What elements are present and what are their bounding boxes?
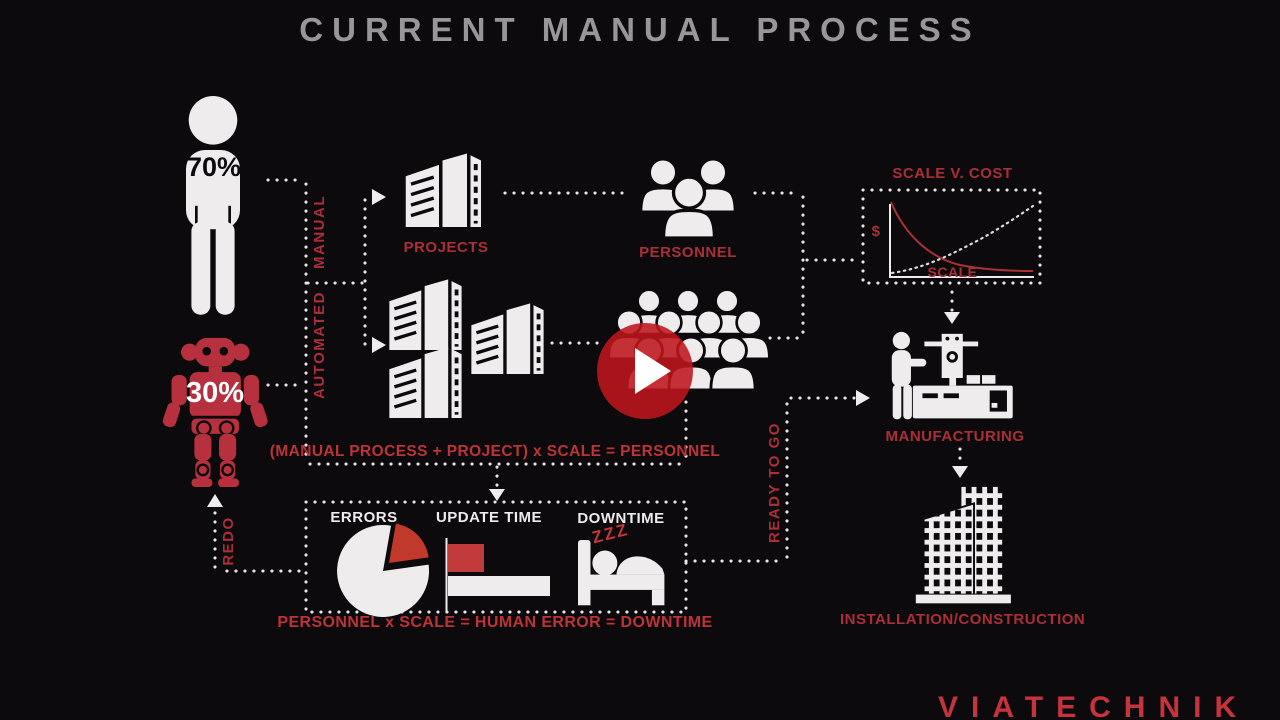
ready-to-go-flow-label: READY TO GO	[766, 422, 783, 543]
downtime-label: DOWNTIME	[577, 510, 665, 527]
play-icon	[635, 348, 671, 394]
personnel-group-icon	[639, 158, 737, 238]
zzz-sleep-icon: ZZZ	[590, 519, 631, 548]
errors-label: ERRORS	[330, 509, 398, 526]
robot-percentage: 30%	[185, 377, 245, 409]
human-percentage: 70%	[186, 152, 242, 182]
chart-y-axis-label: $	[871, 223, 881, 240]
projects-label: PROJECTS	[403, 239, 489, 256]
arrow-to-automated-projects-icon	[372, 337, 386, 353]
redo-flow-label: REDO	[220, 516, 237, 566]
installation-label: INSTALLATION/CONSTRUCTION	[840, 611, 1086, 628]
human-worker-icon	[186, 96, 240, 315]
viatechnik-logo: VIATECHNIK	[938, 691, 1250, 720]
flow-arrows	[207, 189, 968, 507]
installation-building-icon	[915, 484, 1011, 604]
arrow-redo-to-robot-icon	[207, 494, 223, 507]
downtime-formula: PERSONNEL x SCALE = HUMAN ERROR = DOWNTI…	[277, 614, 713, 631]
manual-flow-label: MANUAL	[311, 195, 328, 269]
scale-curve	[890, 204, 1035, 275]
metrics-panel-border	[304, 500, 688, 614]
arrow-to-manufacturing-icon	[856, 390, 870, 406]
arrow-to-metrics-panel-icon	[489, 489, 505, 501]
arrow-chart-to-manufacturing-icon	[944, 312, 960, 324]
flow-connectors	[213, 178, 1042, 614]
personnel-formula: (MANUAL PROCESS + PROJECT) x SCALE = PER…	[269, 443, 721, 460]
chart-border	[861, 188, 1042, 285]
downtime-bed-icon	[578, 540, 665, 606]
manufacturing-label: MANUFACTURING	[885, 428, 1025, 445]
manufacturing-icon	[891, 331, 1013, 420]
play-button[interactable]	[597, 323, 693, 419]
projects-cluster-icon	[387, 277, 546, 418]
update-time-bars-icon	[445, 538, 550, 612]
scale-cost-chart	[889, 201, 1035, 278]
cost-curve	[890, 201, 1034, 272]
page-title: CURRENT MANUAL PROCESS	[299, 11, 981, 48]
robot-icon	[162, 337, 268, 488]
chart-x-axis-label: SCALE	[927, 264, 978, 280]
errors-pie-icon	[337, 523, 430, 618]
arrow-to-installation-icon	[952, 466, 968, 478]
update-time-label: UPDATE TIME	[435, 509, 543, 526]
projects-building-icon	[403, 151, 483, 227]
automated-flow-label: AUTOMATED	[311, 291, 328, 399]
personnel-label: PERSONNEL	[639, 244, 737, 261]
chart-title: SCALE V. COST	[892, 165, 1013, 182]
arrow-to-projects-icon	[372, 189, 386, 205]
